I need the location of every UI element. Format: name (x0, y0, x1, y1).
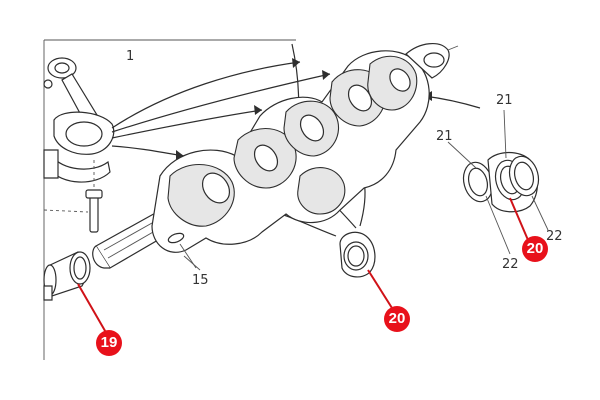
part-number-1: 1 (126, 49, 135, 64)
main-bearing-center-part (339, 231, 376, 278)
label-leaders (183, 109, 549, 271)
connecting-rod-bushing-part (43, 251, 91, 301)
callout-20-rear-badge[interactable]: 20 (522, 236, 548, 262)
main-bearing-rear-part (462, 151, 540, 213)
part-number-15: 15 (192, 273, 209, 288)
part-number-22-lower: 22 (502, 257, 519, 272)
frame-lines (43, 39, 296, 360)
part-number-21-upper: 21 (496, 93, 513, 108)
crankshaft (92, 43, 459, 269)
callout-19-badge[interactable]: 19 (96, 330, 122, 356)
callout-leaders (77, 197, 529, 337)
part-number-22-right: 22 (546, 229, 563, 244)
callout-20-center-badge[interactable]: 20 (384, 306, 410, 332)
connecting-rod (43, 57, 115, 233)
part-number-21-lower: 21 (436, 129, 453, 144)
